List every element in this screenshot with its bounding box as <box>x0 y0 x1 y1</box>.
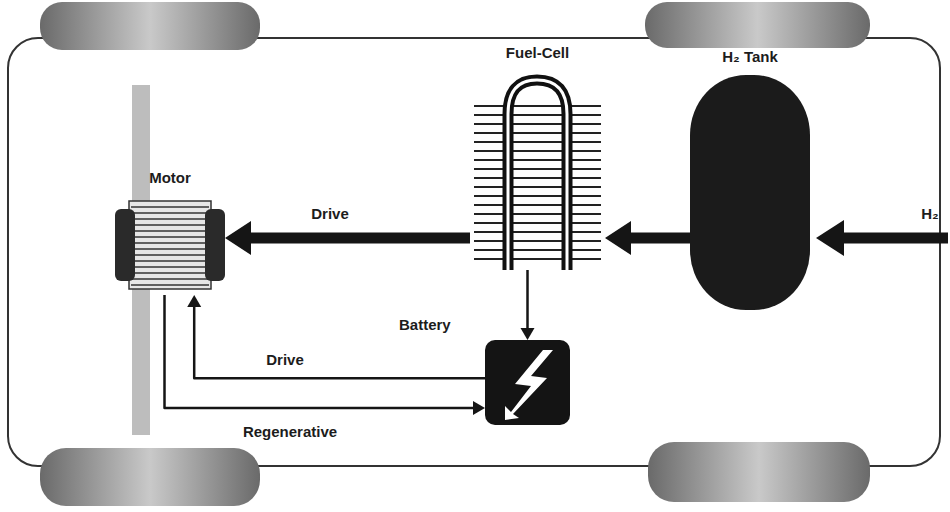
hydrogen-inlet-line <box>842 233 948 244</box>
motor-winding <box>131 206 209 207</box>
wheel <box>648 442 870 502</box>
motor-node: Motor <box>115 195 225 295</box>
connector <box>187 295 485 378</box>
battery-body <box>485 340 570 425</box>
cell-fin <box>474 105 601 107</box>
connector-line <box>251 233 470 244</box>
node-label: Battery <box>399 316 451 334</box>
motor-winding <box>131 284 209 285</box>
motor-cap <box>115 209 135 281</box>
battery-bolt <box>505 350 553 420</box>
motor-winding <box>131 242 209 243</box>
fuel-cell-node: Fuel-Cell <box>470 72 605 270</box>
cell-fin <box>474 249 601 251</box>
connector-line <box>526 270 529 328</box>
cell-fin <box>474 258 601 260</box>
inlet-label: H₂ <box>921 205 939 223</box>
motor-winding <box>131 236 209 237</box>
node-shape <box>115 195 225 295</box>
wheel <box>645 2 870 48</box>
cell-fin <box>474 213 601 215</box>
cell-fin <box>474 231 601 233</box>
motor-winding <box>131 266 209 267</box>
connector-line <box>165 295 474 408</box>
hydrogen-inlet-head <box>816 220 844 256</box>
connector <box>605 221 690 255</box>
motor-winding <box>131 212 209 213</box>
node-shape <box>690 75 810 310</box>
motor-winding <box>131 218 209 219</box>
connector <box>165 295 486 415</box>
tank-node: H₂ Tank <box>690 75 810 310</box>
connector <box>521 270 535 340</box>
node-label: H₂ Tank <box>722 48 778 66</box>
cell-fin <box>474 195 601 197</box>
node-shape <box>485 340 570 425</box>
cell-tube <box>508 80 567 270</box>
node-shape <box>470 72 605 270</box>
cell-fin <box>474 132 601 134</box>
battery-node: Battery <box>485 340 570 425</box>
car-body <box>8 38 940 466</box>
cell-fin <box>474 123 601 125</box>
motor-winding <box>131 254 209 255</box>
motor-winding <box>131 224 209 225</box>
cell-fin <box>474 159 601 161</box>
motor-cap <box>205 209 225 281</box>
cell-fin <box>474 222 601 224</box>
cell-tube-core <box>508 80 567 270</box>
cell-fin <box>474 186 601 188</box>
motor-core <box>129 201 211 289</box>
wheel <box>40 448 260 506</box>
cell-fin <box>474 150 601 152</box>
connector-line <box>194 307 485 378</box>
motor-winding <box>131 248 209 249</box>
motor-winding <box>131 260 209 261</box>
motor-winding <box>131 230 209 231</box>
connector <box>225 221 470 255</box>
arrow-head <box>187 295 201 307</box>
edge-label: Regenerative <box>240 423 340 441</box>
arrow-head <box>473 401 485 415</box>
connector-line <box>631 233 690 244</box>
node-label: Motor <box>149 169 191 187</box>
node-label: Fuel-Cell <box>506 44 569 62</box>
cell-fin <box>474 141 601 143</box>
edge-label: Drive <box>263 351 307 369</box>
cell-fin <box>474 114 601 116</box>
arrow-head <box>225 221 251 255</box>
motor-winding <box>131 272 209 273</box>
cell-fin <box>474 177 601 179</box>
arrow-head <box>521 328 535 340</box>
cell-fin <box>474 240 601 242</box>
wheel <box>40 2 260 50</box>
edge-label: Drive <box>308 205 352 223</box>
motor-winding <box>131 278 209 279</box>
arrow-head <box>605 221 631 255</box>
cell-fin <box>474 204 601 206</box>
tank-body <box>690 75 810 310</box>
cell-fin <box>474 168 601 170</box>
